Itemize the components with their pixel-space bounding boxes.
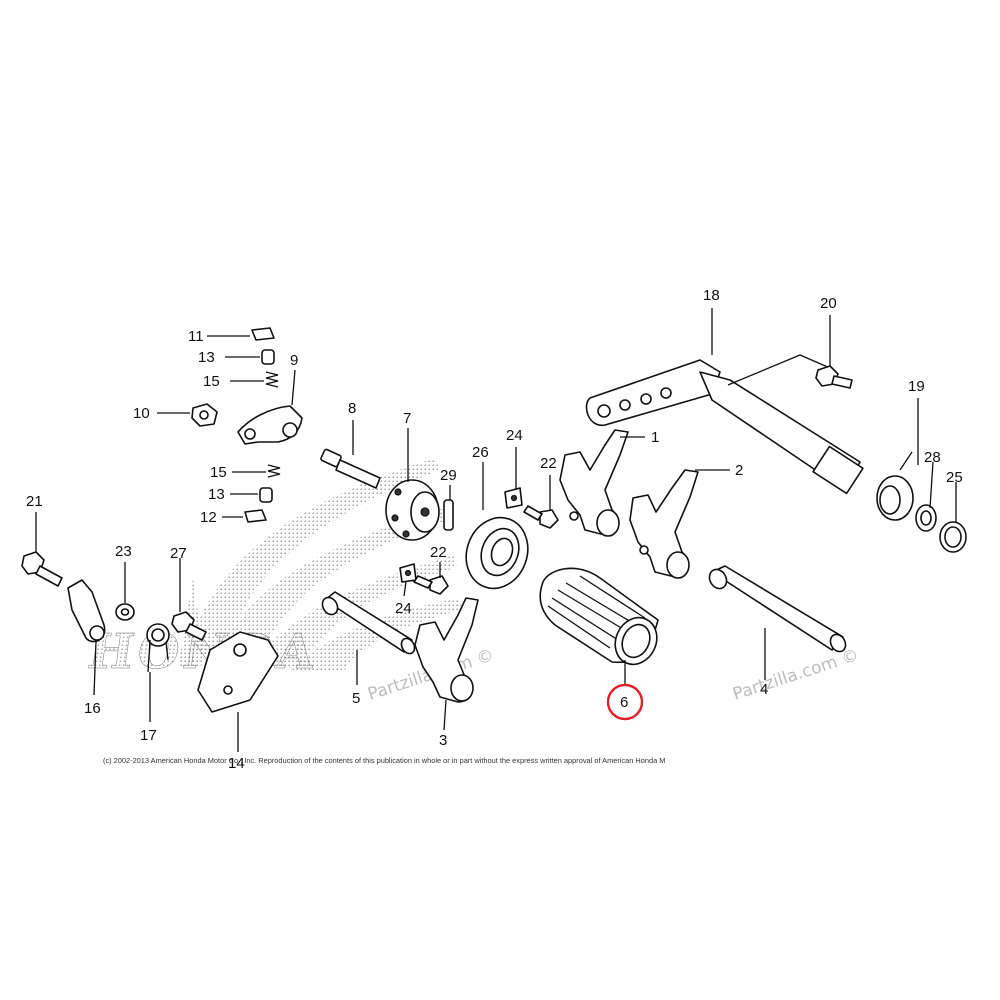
part-3-fork[interactable] [414, 597, 479, 703]
label-part-11[interactable]: 11 [188, 328, 204, 345]
label-part-22[interactable]: 22 [430, 544, 447, 561]
part-18-spindle[interactable] [585, 354, 864, 495]
part-15-spring-b[interactable] [267, 464, 281, 478]
highlight-ring [606, 683, 644, 721]
label-part-27[interactable]: 27 [170, 545, 187, 562]
label-part-17[interactable]: 17 [140, 727, 157, 744]
label-part-28[interactable]: 28 [924, 449, 941, 466]
label-part-15[interactable]: 15 [210, 464, 227, 481]
label-part-1[interactable]: 1 [651, 429, 659, 446]
label-part-6[interactable]: 6 [620, 694, 628, 711]
label-part-10[interactable]: 10 [133, 405, 150, 422]
part-2-fork[interactable] [629, 469, 699, 579]
part-7-cam-plate[interactable] [385, 479, 440, 541]
part-22-bolt-b[interactable] [413, 575, 449, 595]
part-27-bolt[interactable] [171, 611, 207, 641]
label-part-20[interactable]: 20 [820, 295, 837, 312]
label-part-7[interactable]: 7 [403, 410, 411, 427]
label-part-25[interactable]: 25 [946, 469, 963, 486]
label-part-22[interactable]: 22 [540, 455, 557, 472]
label-part-13[interactable]: 13 [198, 349, 215, 366]
label-part-24[interactable]: 24 [395, 600, 412, 617]
part-13-collar-b[interactable] [259, 487, 273, 503]
part-13-collar-a[interactable] [261, 349, 275, 365]
label-part-23[interactable]: 23 [115, 543, 132, 560]
part-9-stopper-arm[interactable] [237, 405, 303, 445]
label-part-8[interactable]: 8 [348, 400, 356, 417]
part-24-plate-a[interactable] [504, 487, 523, 509]
part-15-spring-a[interactable] [265, 371, 279, 388]
label-part-14[interactable]: 14 [228, 755, 245, 772]
label-part-2[interactable]: 2 [735, 462, 743, 479]
label-part-16[interactable]: 16 [84, 700, 101, 717]
part-19-spring[interactable] [876, 451, 914, 521]
leader-lines [35, 308, 957, 752]
part-21-bolt[interactable] [21, 551, 63, 587]
part-28-collar[interactable] [915, 504, 937, 532]
label-part-19[interactable]: 19 [908, 378, 925, 395]
copyright-text: (c) 2002-2013 American Honda Motor Co., … [103, 756, 665, 765]
part-6-shift-drum[interactable] [539, 567, 664, 671]
label-part-13[interactable]: 13 [208, 486, 225, 503]
label-part-9[interactable]: 9 [290, 352, 298, 369]
part-20-bolt[interactable] [815, 365, 853, 389]
part-16-arm[interactable] [67, 579, 106, 643]
part-26-bearing[interactable] [456, 509, 537, 597]
part-23-washer[interactable] [115, 603, 135, 621]
part-25-clip[interactable] [939, 521, 967, 553]
label-part-5[interactable]: 5 [352, 690, 360, 707]
part-17-spring[interactable] [146, 623, 170, 673]
label-part-15[interactable]: 15 [203, 373, 220, 390]
part-10-nut[interactable] [191, 403, 218, 427]
label-part-18[interactable]: 18 [703, 287, 720, 304]
label-part-4[interactable]: 4 [760, 681, 768, 698]
label-part-3[interactable]: 3 [439, 732, 447, 749]
label-part-26[interactable]: 26 [472, 444, 489, 461]
label-part-12[interactable]: 12 [200, 509, 217, 526]
part-8-bolt[interactable] [320, 448, 381, 489]
label-part-24[interactable]: 24 [506, 427, 523, 444]
part-29-pin[interactable] [443, 499, 454, 531]
part-11-cap[interactable] [251, 327, 275, 341]
part-5-shaft[interactable] [319, 591, 417, 656]
part-labels: 11 13 15 9 10 15 13 12 8 7 26 29 24 22 2… [26, 287, 963, 772]
watermark-text: Partzilla.com © [730, 645, 861, 705]
part-24-plate-b[interactable] [399, 563, 417, 583]
part-14-plate[interactable] [197, 631, 279, 713]
part-1-fork[interactable] [559, 429, 629, 537]
label-part-29[interactable]: 29 [440, 467, 457, 484]
part-12-cap[interactable] [244, 509, 267, 523]
part-4-shaft[interactable] [706, 565, 848, 654]
part-22-bolt-a[interactable] [523, 505, 559, 529]
label-part-21[interactable]: 21 [26, 493, 43, 510]
